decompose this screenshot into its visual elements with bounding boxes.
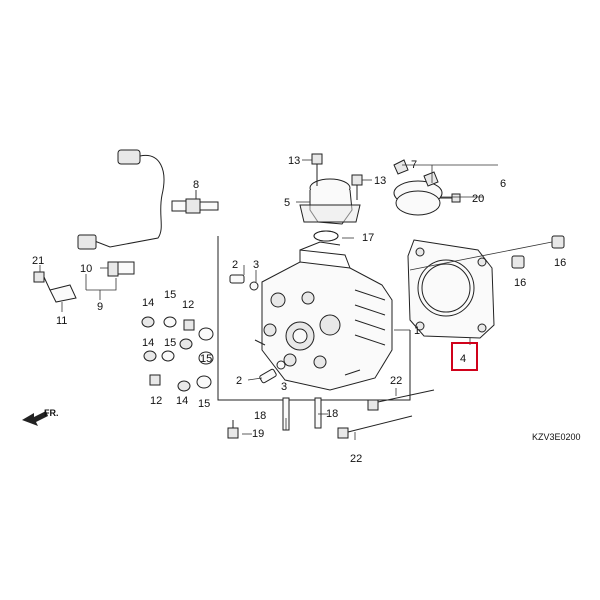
callout-16-left: 16 <box>514 277 526 289</box>
callout-19: 19 <box>252 428 264 440</box>
hose-clamp <box>393 159 461 216</box>
callout-10: 10 <box>80 263 92 275</box>
callout-15-mid: 15 <box>164 337 176 349</box>
dowel-pins-16 <box>409 235 565 271</box>
callout-3-lower: 3 <box>281 381 287 393</box>
cylinder-head <box>254 241 393 391</box>
diagram-code: KZV3E0200 <box>532 432 581 442</box>
callout-7: 7 <box>411 159 417 171</box>
long-bolts-22 <box>337 389 435 439</box>
bolt-19 <box>227 420 239 439</box>
front-direction-arrow: FR. <box>22 408 59 426</box>
callout-12-upper: 12 <box>182 299 194 311</box>
callout-15-right: 15 <box>200 353 212 365</box>
highlight-box-part-4 <box>451 342 478 371</box>
intake-gasket-17 <box>313 230 339 242</box>
callout-17: 17 <box>362 232 374 244</box>
callout-5: 5 <box>284 197 290 209</box>
valve-seals-2-3 <box>229 274 286 384</box>
callout-3-upper: 3 <box>253 259 259 271</box>
callout-1: 1 <box>414 325 420 337</box>
callout-15-top: 15 <box>164 289 176 301</box>
callout-14-mid: 14 <box>142 337 154 349</box>
group-bracket-outline <box>217 236 411 401</box>
callout-15-bot: 15 <box>198 398 210 410</box>
callout-11: 11 <box>56 315 67 327</box>
stud-bolts-18 <box>282 397 322 431</box>
callout-14-bot: 14 <box>176 395 188 407</box>
callout-13-right: 13 <box>374 175 386 187</box>
callout-16-right: 16 <box>554 257 566 269</box>
callout-2-lower: 2 <box>236 375 242 387</box>
callout-18-left: 18 <box>254 410 266 422</box>
callout-14-top: 14 <box>142 297 154 309</box>
front-label: FR. <box>44 408 59 418</box>
intake-manifold <box>299 178 361 242</box>
callout-8: 8 <box>193 179 199 191</box>
callout-13-left: 13 <box>288 155 300 167</box>
callout-6: 6 <box>500 178 506 190</box>
callout-21: 21 <box>32 255 44 267</box>
callout-4: 4 <box>460 353 466 365</box>
callout-12-lower: 12 <box>150 395 162 407</box>
callout-2-upper: 2 <box>232 259 238 271</box>
callout-20: 20 <box>472 193 484 205</box>
callout-22-upper: 22 <box>390 375 402 387</box>
washers-nuts-group <box>141 316 214 392</box>
o2-sensor-cable <box>77 149 165 250</box>
head-gasket <box>407 239 495 339</box>
callout-22-lower: 22 <box>350 453 362 465</box>
bolt-21-bracket-11 <box>33 271 77 303</box>
sensor-10 <box>100 261 135 277</box>
callout-18-right: 18 <box>326 408 338 420</box>
callout-labels: 1 2 2 3 3 4 5 6 7 8 9 10 11 12 12 13 13 … <box>32 155 566 465</box>
leader-lines <box>39 159 498 440</box>
callout-9: 9 <box>97 301 103 313</box>
spark-plug <box>171 190 219 214</box>
